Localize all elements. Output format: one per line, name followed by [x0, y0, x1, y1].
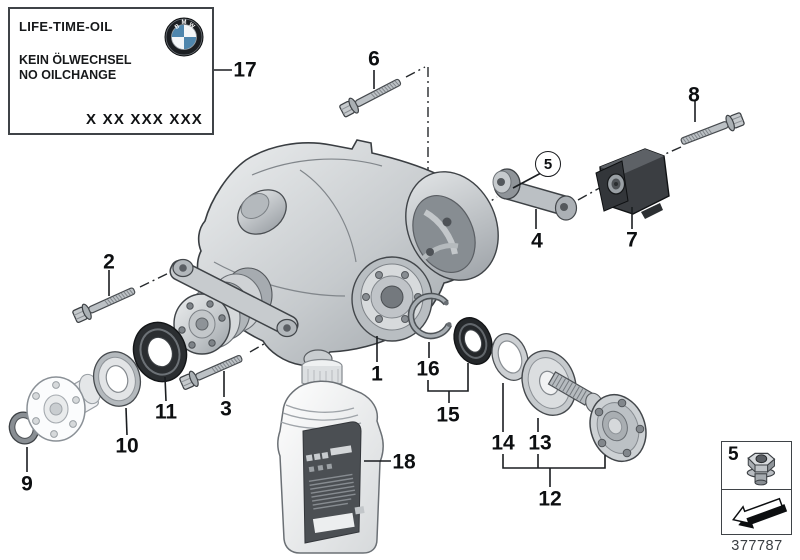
callout-11[interactable]: 11 [154, 400, 178, 424]
callout-2[interactable]: 2 [103, 250, 115, 274]
legend-box: 5 [721, 441, 792, 535]
callout-17[interactable]: 17 [233, 58, 257, 82]
logo-letter-w: W [187, 22, 195, 30]
callout-15[interactable]: 15 [436, 403, 460, 427]
oil-label-part-code: X XX XXX XXX [86, 111, 203, 128]
dust-shield-10 [92, 351, 142, 407]
callout-12[interactable]: 12 [538, 487, 562, 511]
legend-number: 5 [728, 444, 739, 465]
reaction-link-4 [492, 168, 578, 221]
differential-housing [169, 139, 499, 369]
callout-16[interactable]: 16 [416, 357, 440, 381]
viewing-direction-arrow-icon [731, 497, 788, 529]
callout-10[interactable]: 10 [115, 434, 139, 458]
bolt-2 [70, 282, 139, 326]
bolt-6 [337, 73, 405, 120]
callout-4[interactable]: 4 [531, 229, 543, 253]
callout-5-circled[interactable]: 5 [535, 151, 561, 177]
oil-label-title: LIFE-TIME-OIL [19, 19, 113, 34]
mounting-bracket-arm [169, 258, 299, 338]
callout-1[interactable]: 1 [371, 362, 383, 386]
callout-8[interactable]: 8 [688, 83, 700, 107]
callout-7[interactable]: 7 [626, 228, 638, 252]
oil-label-line-de: KEIN ÖLWECHSEL [19, 53, 132, 67]
output-shaft-12 [547, 371, 647, 463]
leader-lines [26, 69, 696, 487]
callout-18[interactable]: 18 [392, 450, 416, 474]
bmw-roundel-logo: B M W [164, 17, 204, 57]
spacer-ring-14 [491, 333, 529, 381]
oil-label-line-en: NO OILCHANGE [19, 68, 117, 82]
callout-14[interactable]: 14 [491, 431, 515, 455]
shaft-seal-11 [132, 321, 188, 383]
bolt-8 [678, 110, 746, 151]
callout-6[interactable]: 6 [368, 47, 380, 71]
logo-letter-m: M [182, 20, 187, 26]
bearing-ring-15 [453, 317, 493, 365]
flanged-nut-icon [746, 452, 776, 486]
callout-9[interactable]: 9 [21, 472, 33, 496]
callout-3[interactable]: 3 [220, 397, 232, 421]
legend-top-cell: 5 [722, 442, 791, 490]
rear-cover [405, 171, 499, 281]
oil-bottle-18 [277, 358, 384, 554]
oil-info-label: LIFE-TIME-OIL KEIN ÖLWECHSEL NO OILCHANG… [8, 7, 214, 135]
bolt-3 [177, 349, 246, 393]
logo-letter-b: B [174, 23, 182, 31]
figure-number: 377787 [731, 538, 783, 554]
circlip-16 [407, 292, 453, 340]
rubber-mount-7 [595, 148, 670, 219]
drive-flange [26, 373, 102, 442]
callout-13[interactable]: 13 [528, 431, 552, 455]
